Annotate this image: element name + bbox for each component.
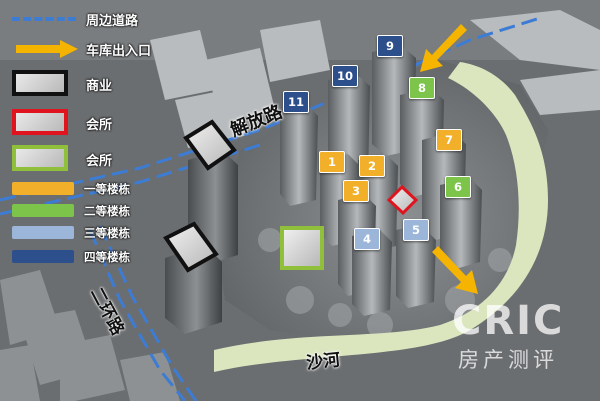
legend-commercial-label: 商业 bbox=[86, 79, 113, 94]
clubhouse-green-swatch bbox=[12, 145, 68, 171]
commercial-marker-upper bbox=[183, 119, 237, 171]
building-badge-3: 3 bbox=[343, 180, 369, 202]
clubhouse-marker-green bbox=[280, 226, 324, 270]
legend-clubhouse-red: 会所 bbox=[12, 109, 120, 139]
residential-towers bbox=[280, 46, 482, 316]
building-badge-4: 4 bbox=[354, 228, 380, 250]
legend-clubhouse-red-label: 会所 bbox=[86, 118, 113, 133]
legend-tier1: 一等楼栋 bbox=[12, 178, 130, 200]
building-badge-10: 10 bbox=[332, 65, 358, 87]
arrow-right-icon bbox=[16, 40, 78, 58]
watermark-brand: CRIC bbox=[452, 298, 565, 344]
legend-tier2-label: 二等楼栋 bbox=[84, 204, 130, 218]
building-badge-9: 9 bbox=[377, 35, 403, 57]
legend-road-label: 周边道路 bbox=[86, 14, 139, 29]
legend-tier1-label: 一等楼栋 bbox=[84, 182, 130, 196]
legend-tier2: 二等楼栋 bbox=[12, 200, 130, 222]
tier1-swatch bbox=[12, 182, 74, 195]
legend-clubhouse-green-label: 会所 bbox=[86, 154, 113, 169]
legend-tier4-label: 四等楼栋 bbox=[84, 250, 130, 264]
background-buildings bbox=[150, 10, 600, 148]
commercial-tower-lower bbox=[165, 245, 222, 334]
site-greenery bbox=[258, 228, 512, 338]
left-buildings bbox=[0, 270, 180, 401]
building-badge-7: 7 bbox=[436, 129, 462, 151]
clubhouse-marker-red bbox=[386, 184, 419, 216]
legend-clubhouse-green: 会所 bbox=[12, 145, 120, 175]
commercial-marker-lower bbox=[163, 221, 219, 273]
legend-tier3: 三等楼栋 bbox=[12, 222, 130, 244]
watermark-subtitle: 房产测评 bbox=[458, 348, 558, 372]
legend-commercial: 商业 bbox=[12, 70, 120, 100]
legend-entrance-label: 车库出入口 bbox=[86, 44, 152, 59]
river-label-shahe: 沙河 bbox=[305, 350, 342, 374]
building-badge-6: 6 bbox=[445, 176, 471, 198]
building-badge-5: 5 bbox=[403, 219, 429, 241]
garage-entrance-arrow-south bbox=[432, 246, 478, 294]
building-badge-8: 8 bbox=[409, 77, 435, 99]
building-badge-1: 1 bbox=[319, 151, 345, 173]
legend-tier4: 四等楼栋 bbox=[12, 246, 130, 268]
building-badge-11: 11 bbox=[283, 91, 309, 113]
dashed-line-icon bbox=[12, 17, 76, 21]
building-badge-2: 2 bbox=[359, 155, 385, 177]
map-legend: 周边道路 车库出入口 商业 会所 会所 一等楼栋 二等楼栋 bbox=[0, 0, 151, 278]
tier3-swatch bbox=[12, 226, 74, 239]
legend-tier3-label: 三等楼栋 bbox=[84, 226, 130, 240]
commercial-swatch bbox=[12, 70, 68, 96]
legend-entrance: 车库出入口 bbox=[12, 38, 151, 60]
tier4-swatch bbox=[12, 250, 74, 263]
garage-entrance-arrow-north bbox=[420, 24, 467, 72]
legend-road: 周边道路 bbox=[12, 8, 138, 30]
clubhouse-red-swatch bbox=[12, 109, 68, 135]
tier2-swatch bbox=[12, 204, 74, 217]
